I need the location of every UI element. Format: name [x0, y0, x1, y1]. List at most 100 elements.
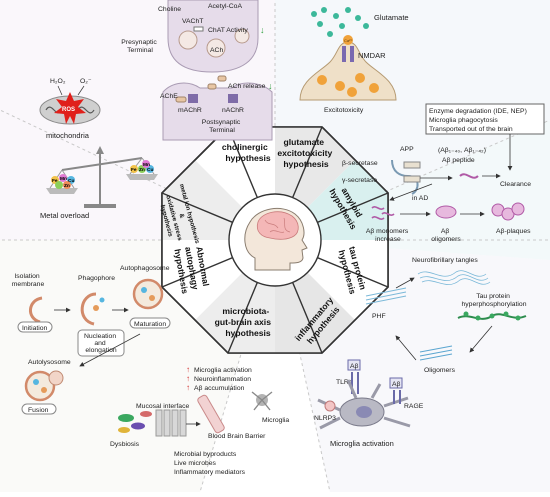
svg-text:Zn: Zn [139, 167, 145, 173]
label-microglia-activation: Microglia activation [330, 439, 394, 448]
label-phf: PHF [372, 313, 386, 320]
left-pan [46, 188, 78, 194]
label-abeta-monomers: Aβ monomers increase [366, 228, 410, 243]
vesicle [234, 28, 250, 44]
label-bbb: Blood Brain Barrier [208, 433, 266, 440]
label-vacht: VAChT [182, 18, 203, 25]
label-tau-hyper: Tau protein hyperphosphorylation [462, 293, 527, 308]
microbiota-effects: Microglia activation Neuroinflammation A… [194, 367, 254, 392]
svg-text:Mn: Mn [60, 176, 67, 182]
label-phagophore: Phagophore [78, 275, 115, 282]
head-brain-icon [244, 207, 308, 271]
label-nachr: nAChR [222, 107, 244, 114]
label-machr: mAChR [178, 107, 202, 114]
label-microglia: Microglia [262, 417, 289, 424]
label-abeta-rage: Aβ [392, 381, 401, 388]
phagophore-icon [80, 292, 97, 326]
label-tau-oligomers: Oligomers [424, 367, 456, 374]
ache-enzyme [175, 96, 187, 103]
left-pan-ions: Fe Mn Cu Zn [51, 174, 75, 189]
svg-text:Fe: Fe [131, 167, 137, 173]
label-dysbiosis: Dysbiosis [110, 441, 140, 448]
svg-text:Zn: Zn [64, 183, 70, 189]
autophagosome-icon [132, 278, 164, 310]
vesicle [178, 30, 198, 50]
amyloid-panel: Enzyme degradation (IDE, NEP) Microglia … [342, 103, 545, 243]
tau-panel: Neurofibrillary tangles Tau protein hype… [365, 257, 527, 374]
label-h2o2: H₂O₂ [50, 78, 66, 85]
label-in-ad: in AD [412, 195, 428, 202]
ach-molecule [217, 75, 227, 82]
nmdar-receptor [342, 46, 346, 62]
label-acetyl-coa: Acetyl-CoA [208, 3, 242, 10]
vesicle [206, 38, 226, 58]
label-nucleation: Nucleation and elongation [84, 333, 118, 354]
label-gamma-secretase: γ-secretase [342, 177, 377, 184]
microbial-byproducts: Microbial byproducts Live microbes Infla… [174, 451, 246, 476]
central-octagon: cholinergic hypothesis glutamate excitot… [159, 126, 389, 354]
inflammatory-panel: Aβ TLR4 NLRP3 Aβ RAGE Microglia activati… [314, 359, 424, 448]
abeta-oligomer-icon [435, 205, 457, 219]
label-chat-activity: ChAT Activity [208, 27, 248, 34]
label-mitochondria: mitochondria [46, 131, 90, 140]
label-ca: Ca²⁺ [344, 38, 353, 43]
presynaptic-terminal [167, 0, 259, 73]
label-mucosal-interface: Mucosal interface [136, 403, 189, 410]
up-arrow-icon: ↑ [186, 383, 190, 392]
mitochondria-panel: ROS H₂O₂ O₂⁻ mitochondria [39, 78, 101, 140]
label-glutamate: Glutamate [374, 13, 409, 22]
abeta-peptide-icon [459, 173, 479, 179]
label-fusion: Fusion [28, 407, 49, 414]
autophagy-panel: Isolation membrane Initiation Phagophore… [12, 265, 171, 415]
ros-burst-icon [54, 92, 86, 124]
transporter-icon [193, 26, 204, 32]
label-ach-release: ACh release [228, 83, 266, 90]
label-autophagosome: Autophagosome [120, 265, 170, 272]
scale-beam [61, 157, 143, 171]
machr-receptor [188, 94, 198, 103]
label-app: APP [400, 146, 414, 153]
label-ache: AChE [160, 93, 178, 100]
isolation-membrane-icon [29, 296, 43, 324]
phosphate-groups [463, 311, 521, 321]
label-autolysosome: Autolysosome [28, 359, 71, 366]
label-rage: RAGE [404, 403, 424, 410]
abeta-monomers-icon [371, 206, 395, 220]
label-beta-secretase: β-secretase [342, 160, 378, 167]
clearance-mechanisms-text: Enzyme degradation (IDE, NEP) Microglia … [429, 108, 529, 133]
label-metal-overload: Metal overload [40, 211, 89, 220]
blood-vessel-icon [197, 394, 225, 434]
gut-bacteria-icon [118, 411, 152, 433]
label-abeta-oligomers: Aβ oligomers [431, 228, 461, 243]
up-arrow-icon: ↑ [186, 365, 190, 374]
label-tlr4: TLR4 [336, 379, 353, 386]
metal-panel: Fe Mn Cu Zn Fe Zn Cu Mn Metal overload [40, 146, 158, 220]
nmdar-receptor [350, 46, 354, 62]
microglia-small-icon [251, 391, 273, 411]
hypothesis-cholinergic: cholinergic hypothesis [222, 142, 271, 163]
glutamate-panel: Glutamate NMDAR Ca²⁺ Excitotoxicity [299, 7, 409, 114]
down-arrow-icon: ↓ [268, 81, 273, 91]
right-pan [126, 174, 158, 180]
label-excitotoxicity: Excitotoxicity [324, 107, 364, 114]
ach-molecule [207, 83, 217, 90]
cholinergic-panel: Choline Acetyl-CoA ChAT Activity ↓ VAChT… [121, 0, 273, 141]
hypothesis-autophagy: Abnormal autophagy hypothesis [172, 244, 211, 295]
label-initiation: Initiation [22, 325, 48, 332]
svg-text:Mn: Mn [143, 162, 150, 168]
hypothesis-microbiota: microbiota- gut-brain axis hypothesis [215, 306, 274, 338]
rage-receptor-icon [393, 390, 401, 404]
up-arrow-icon: ↑ [186, 374, 190, 383]
svg-text:Cu: Cu [147, 167, 153, 173]
hypothesis-glutamate: glutamate excitotoxicity hypothesis [277, 137, 334, 169]
label-isolation-membrane: Isolation membrane [12, 273, 45, 288]
clearance-mechanisms-box [425, 103, 545, 135]
svg-text:Fe: Fe [52, 178, 58, 184]
label-o2: O₂⁻ [80, 78, 92, 85]
label-clearance: Clearance [500, 181, 531, 188]
calcium-ions [317, 35, 379, 97]
svg-text:Cu: Cu [68, 178, 74, 184]
label-postsynaptic: Postsynaptic Terminal [202, 119, 242, 134]
label-maturation: Maturation [134, 321, 166, 328]
